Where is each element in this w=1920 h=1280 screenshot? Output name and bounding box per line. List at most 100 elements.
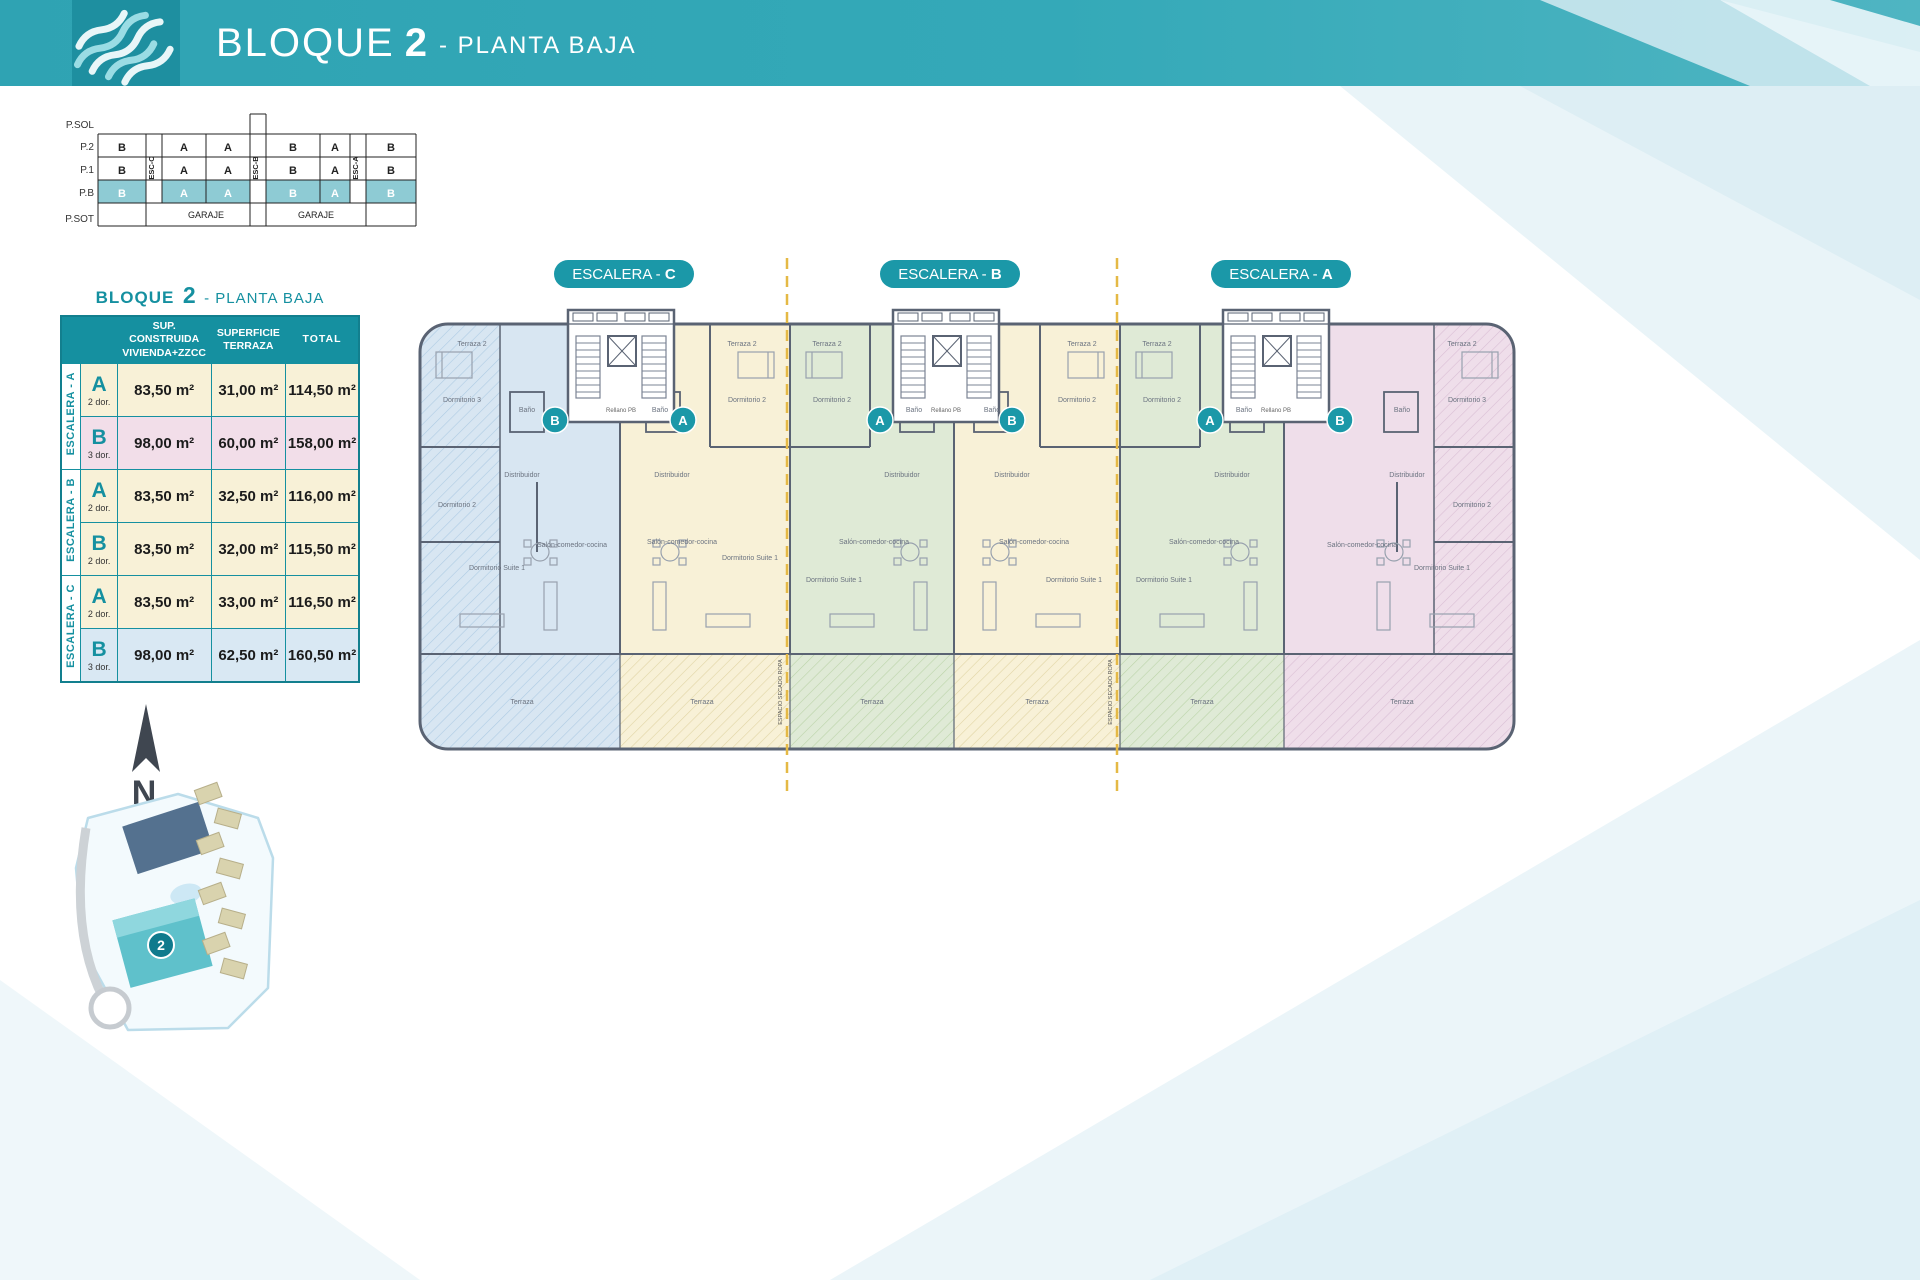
section-cell: A — [180, 188, 188, 200]
apartment-dorm: 3 dor. — [87, 661, 111, 672]
badge-escalera-a-b: B — [1326, 406, 1354, 434]
total-value: 115,50 m² — [285, 522, 360, 576]
floor-label-psol: P.SOL — [66, 120, 95, 131]
room-label-distribuidor: Distribuidor — [504, 472, 540, 479]
company-logo — [72, 0, 180, 86]
page-title-number: 2 — [404, 20, 427, 65]
apartment-letter-cell: B 3 dor. — [80, 628, 118, 683]
room-label-salon: Salón-comedor-cocina — [647, 539, 717, 546]
table-row: ESCALERA - B A 2 dor. 83,50 m² 32,50 m² … — [60, 469, 360, 576]
room-label-salon: Salón-comedor-cocina — [1169, 539, 1239, 546]
terraza-value: 32,00 m² — [210, 522, 287, 576]
table-title-number: 2 — [182, 282, 196, 308]
esc-b-label: ESC-B — [251, 156, 260, 180]
esc-c-label: ESC-C — [147, 156, 156, 180]
site-townhouses — [193, 781, 249, 980]
section-cell: B — [387, 188, 395, 200]
pill-letter: A — [1322, 266, 1333, 283]
room-label-distribuidor: Distribuidor — [1214, 472, 1250, 479]
room-label-suite: Dormitorio Suite 1 — [806, 577, 862, 584]
apartment-letter: B — [91, 425, 107, 449]
table-header-row: SUP. CONSTRUIDA VIVIENDA+ZZCC SUPERFICIE… — [60, 315, 360, 364]
room-label-salon: Salón-comedor-cocina — [1327, 542, 1397, 549]
surface-table: SUP. CONSTRUIDA VIVIENDA+ZZCC SUPERFICIE… — [60, 315, 360, 683]
badge-escalera-b-b: B — [998, 406, 1026, 434]
room-label-distribuidor: Distribuidor — [884, 472, 920, 479]
table-row: B 3 dor. 98,00 m² 60,00 m² 158,00 m² — [61, 416, 360, 470]
apartment-badges: B A A B A B — [541, 406, 1354, 434]
floor-label-pb: P.B — [79, 188, 94, 199]
sup-value: 83,50 m² — [116, 363, 212, 417]
apartment-letter-cell: A 2 dor. — [80, 575, 118, 629]
sup-value: 83,50 m² — [116, 575, 212, 629]
surface-table-block: BLOQUE 2 - PLANTA BAJA SUP. CONSTRUIDA V… — [60, 282, 360, 683]
section-cell: B — [387, 142, 395, 154]
section-cell: A — [180, 142, 188, 154]
section-cell: B — [118, 165, 126, 177]
room-label-terraza: Terraza — [690, 699, 713, 706]
room-label-suite: Dormitorio Suite 1 — [1414, 565, 1470, 572]
apartment-letter-cell: B 3 dor. — [80, 416, 118, 470]
secado-ropa-label: ESPACIO SECADO ROPA — [778, 659, 784, 725]
sup-value: 98,00 m² — [116, 628, 212, 683]
page-title-planta: - PLANTA BAJA — [438, 32, 637, 59]
pill-prefix: ESCALERA - — [572, 266, 665, 283]
room-labels: Terraza 2 Dormitorio 3 Baño Dormitorio 2… — [438, 341, 1491, 706]
waves-logo-icon — [72, 0, 180, 86]
room-label-terraza2: Terraza 2 — [457, 341, 486, 348]
total-value: 158,00 m² — [285, 416, 360, 470]
table-row: ESCALERA - C A 2 dor. 83,50 m² 33,00 m² … — [60, 575, 360, 683]
pill-escalera-b: ESCALERA - B — [880, 260, 1020, 288]
section-cell: B — [289, 188, 297, 200]
header-terraza-line2: TERRAZA — [223, 340, 274, 352]
section-cell: B — [118, 188, 126, 200]
section-cell: A — [331, 188, 339, 200]
group-label: ESCALERA - B — [65, 478, 78, 562]
site-road — [75, 827, 108, 1001]
esc-a-label: ESC-A — [351, 156, 360, 180]
section-p1-row: B A A B A B — [118, 165, 395, 177]
room-label-distribuidor: Distribuidor — [654, 472, 690, 479]
badge-escalera-c-a: A — [669, 406, 697, 434]
room-label-bano: Baño — [906, 407, 922, 414]
group-label: ESCALERA - A — [65, 372, 78, 456]
room-label-terraza: Terraza — [1025, 699, 1048, 706]
table-header-corner — [60, 315, 118, 364]
section-cell: A — [331, 142, 339, 154]
floor-label-p2: P.2 — [80, 142, 94, 153]
section-cell: A — [180, 165, 188, 177]
apartment-letter: A — [91, 372, 107, 396]
north-arrow-icon: N — [132, 704, 160, 812]
section-cell: A — [224, 165, 232, 177]
floor-label-p1: P.1 — [80, 165, 94, 176]
stair-core-c — [566, 308, 676, 424]
table-header-total: TOTAL — [285, 315, 360, 364]
table-row: B 3 dor. 98,00 m² 62,50 m² 160,50 m² — [61, 628, 360, 683]
badge-escalera-c-b: B — [541, 406, 569, 434]
room-label-terraza: Terraza — [860, 699, 883, 706]
terraza-value: 33,00 m² — [210, 575, 287, 629]
pill-escalera-c: ESCALERA - C — [554, 260, 694, 288]
table-row: B 2 dor. 83,50 m² 32,00 m² 115,50 m² — [61, 522, 360, 576]
room-label-dorm2: Dormitorio 2 — [1058, 397, 1096, 404]
room-label-terraza: Terraza — [1390, 699, 1413, 706]
total-value: 116,00 m² — [285, 469, 360, 523]
badge-letter: A — [678, 413, 688, 428]
room-label-dorm2: Dormitorio 2 — [728, 397, 766, 404]
room-label-salon: Salón-comedor-cocina — [537, 542, 607, 549]
apartment-dorm: 2 dor. — [87, 608, 111, 619]
table-header-sup: SUP. CONSTRUIDA VIVIENDA+ZZCC — [116, 315, 212, 364]
apartment-dorm: 2 dor. — [87, 502, 111, 513]
secado-labels: ESPACIO SECADO ROPA ESPACIO SECADO ROPA — [778, 659, 1114, 725]
badge-escalera-a-a: A — [1196, 406, 1224, 434]
pill-label: ESCALERA - C — [572, 266, 676, 283]
badge-letter: B — [1007, 413, 1016, 428]
apartment-zones — [420, 324, 1514, 749]
section-cell: A — [224, 142, 232, 154]
room-label-dorm3: Dormitorio 3 — [443, 397, 481, 404]
garaje-label: GARAJE — [298, 210, 334, 220]
room-label-bano: Baño — [984, 407, 1000, 414]
section-cell: B — [118, 142, 126, 154]
badge-escalera-b-a: A — [866, 406, 894, 434]
